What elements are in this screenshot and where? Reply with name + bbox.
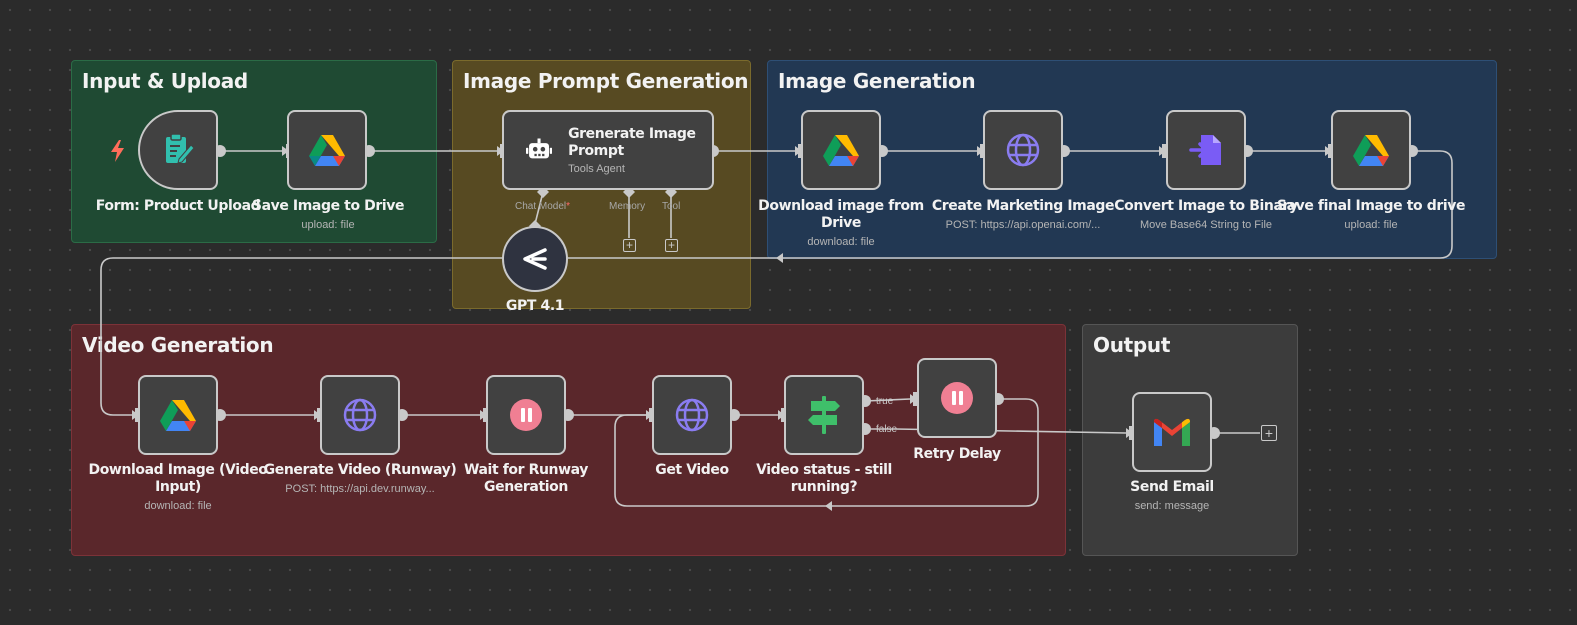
pause-icon xyxy=(941,382,973,414)
node-subtitle: POST: https://api.openai.com/... xyxy=(945,219,1101,231)
node-label: Download Image (Video Input) download: f… xyxy=(78,462,278,515)
convert-file-icon xyxy=(1189,135,1221,165)
input-handle xyxy=(1129,426,1133,440)
tool-port-label: Tool xyxy=(662,201,681,212)
node-title: Grenerate Image Prompt xyxy=(568,125,696,159)
node-subtitle: upload: file xyxy=(1344,219,1398,231)
node-label: GPT 4.1 xyxy=(505,298,565,314)
true-branch-label: true xyxy=(876,396,894,407)
google-drive-icon xyxy=(160,400,196,431)
save-final-image-to-drive-node[interactable] xyxy=(1331,110,1411,190)
group-title: Output xyxy=(1093,333,1171,357)
send-email-node[interactable] xyxy=(1132,392,1212,472)
wire xyxy=(865,428,1127,434)
port-label-text: Chat Model xyxy=(515,201,567,212)
video-status-still-running-node[interactable] xyxy=(784,375,864,455)
node-label: Download image from Drive download: file xyxy=(741,198,941,251)
input-handle xyxy=(483,408,487,422)
group-video-generation: Video Generation xyxy=(71,324,1066,556)
pause-icon xyxy=(510,399,542,431)
node-label: Form: Product Upload xyxy=(95,198,261,214)
trigger-bolt-icon xyxy=(111,140,124,162)
create-marketing-image-node[interactable] xyxy=(983,110,1063,190)
form-product-upload-node[interactable] xyxy=(138,110,218,190)
node-label: Video status - still running? xyxy=(756,462,892,495)
google-drive-icon xyxy=(1353,135,1389,166)
required-mark: * xyxy=(566,201,571,212)
node-subtitle: send: message xyxy=(1134,500,1210,512)
node-label: Send Email send: message xyxy=(1072,479,1272,515)
arrow xyxy=(282,146,289,156)
input-handle xyxy=(798,144,802,158)
node-title: Convert Image to Binary xyxy=(1114,198,1298,214)
wire xyxy=(864,398,911,402)
node-label: Save Image to Drive upload: file xyxy=(228,198,428,234)
node-title: Download image from Drive xyxy=(758,198,924,231)
generate-image-prompt-agent-node[interactable]: Grenerate Image Prompt Tools Agent xyxy=(502,110,714,190)
node-title: Save Image to Drive xyxy=(251,198,405,214)
group-image-generation: Image Generation xyxy=(767,60,1497,259)
node-title: Download Image (Video Input) xyxy=(88,462,268,495)
memory-port-label: Memory xyxy=(609,201,646,212)
openai-icon xyxy=(523,248,547,270)
node-subtitle: download: file xyxy=(807,236,875,248)
form-icon xyxy=(166,133,195,164)
google-drive-icon xyxy=(309,135,345,166)
group-title: Video Generation xyxy=(82,333,274,357)
node-subtitle: Tools Agent xyxy=(568,162,625,175)
save-image-to-drive-node[interactable] xyxy=(287,110,367,190)
globe-icon xyxy=(1006,133,1040,167)
get-video-node[interactable] xyxy=(652,375,732,455)
gpt-4-1-model-node[interactable] xyxy=(502,226,568,292)
node-subtitle: download: file xyxy=(144,500,212,512)
chat-model-port-label: Chat Model* xyxy=(515,201,570,212)
add-tool-button[interactable]: + xyxy=(665,239,678,252)
input-handle xyxy=(135,408,139,422)
node-label: Create Marketing Image POST: https://api… xyxy=(923,198,1123,234)
node-title: Create Marketing Image xyxy=(931,198,1115,214)
input-handle xyxy=(317,408,321,422)
signpost-icon xyxy=(808,396,840,434)
input-handle xyxy=(781,408,785,422)
group-title: Image Generation xyxy=(778,69,976,93)
arrow xyxy=(776,253,783,263)
node-label: Get Video xyxy=(655,462,729,478)
group-title: Image Prompt Generation xyxy=(463,69,749,93)
node-label: Convert Image to Binary Move Base64 Stri… xyxy=(1106,198,1306,234)
input-handle xyxy=(1162,144,1166,158)
arrow xyxy=(825,501,832,511)
gmail-icon xyxy=(1154,418,1190,446)
node-label: Save final Image to drive upload: file xyxy=(1271,198,1471,234)
wait-for-runway-generation-node[interactable] xyxy=(486,375,566,455)
node-label: Wait for Runway Generation xyxy=(463,462,589,495)
download-image-video-input-node[interactable] xyxy=(138,375,218,455)
node-subtitle: upload: file xyxy=(301,219,355,231)
input-handle xyxy=(913,392,917,406)
input-handle xyxy=(1328,144,1332,158)
retry-delay-node[interactable] xyxy=(917,358,997,438)
globe-icon xyxy=(675,398,709,432)
google-drive-icon xyxy=(823,135,859,166)
globe-icon xyxy=(343,398,377,432)
generate-video-runway-node[interactable] xyxy=(320,375,400,455)
convert-image-to-binary-node[interactable] xyxy=(1166,110,1246,190)
node-title: Send Email xyxy=(1130,479,1214,495)
agent-text: Grenerate Image Prompt Tools Agent xyxy=(568,126,712,175)
node-subtitle: POST: https://api.dev.runway... xyxy=(285,483,435,495)
node-title: Save final Image to drive xyxy=(1276,198,1466,214)
add-memory-button[interactable]: + xyxy=(623,239,636,252)
download-image-from-drive-node[interactable] xyxy=(801,110,881,190)
group-title: Input & Upload xyxy=(82,69,248,93)
false-branch-label: false xyxy=(876,424,898,435)
node-label: Generate Video (Runway) POST: https://ap… xyxy=(260,462,460,498)
node-label: Retry Delay xyxy=(913,446,1001,462)
robot-icon xyxy=(526,138,553,159)
node-title: Generate Video (Runway) xyxy=(263,462,457,478)
input-handle xyxy=(649,408,653,422)
input-handle xyxy=(980,144,984,158)
wire xyxy=(100,150,1453,416)
add-next-node-button[interactable]: + xyxy=(1261,425,1277,441)
